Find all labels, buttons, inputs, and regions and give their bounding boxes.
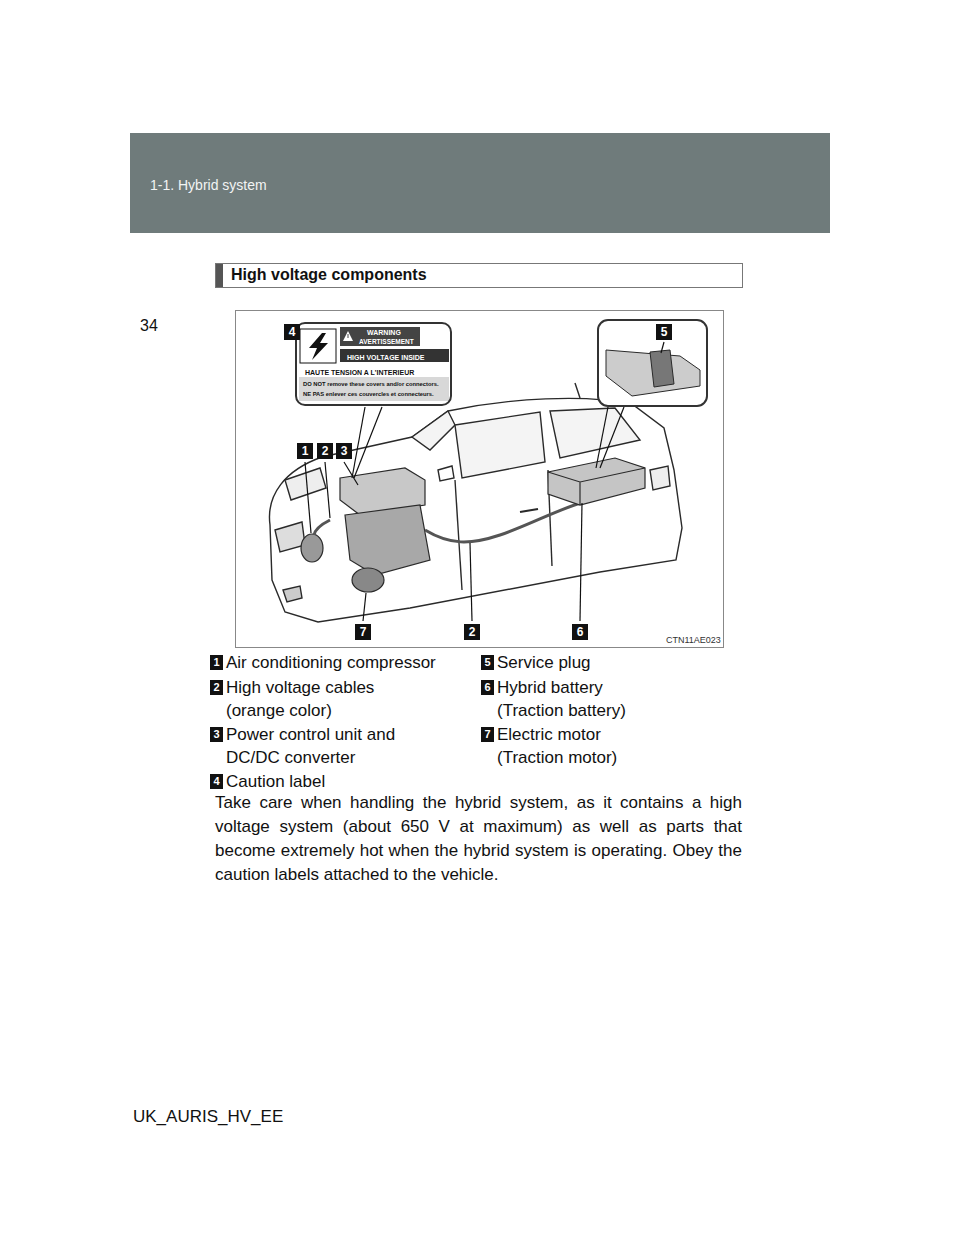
leader-line: [354, 407, 382, 478]
key-number: 4: [210, 774, 223, 789]
footer-code: UK_AURIS_HV_EE: [133, 1107, 283, 1127]
service-plug: [650, 350, 674, 387]
fog-light: [283, 586, 302, 602]
label-text: HIGH VOLTAGE INSIDE: [347, 353, 425, 362]
label-text: HAUTE TENSION A L'INTERIEUR: [305, 368, 414, 377]
leader-line: [600, 407, 624, 468]
label-text: WARNING: [367, 329, 401, 337]
leader-line: [363, 593, 366, 621]
body-paragraph: Take care when handling the hybrid syste…: [215, 791, 742, 887]
caution-label-art: [295, 322, 452, 406]
lightning-symbol: [309, 333, 328, 360]
callout-number: 3: [336, 443, 352, 459]
hazard-icon-frame: [300, 329, 336, 363]
callout-number: 7: [355, 624, 371, 640]
leader-line: [470, 543, 472, 621]
page-number: 34: [140, 316, 158, 336]
key-text: Power control unit and DC/DC converter: [226, 723, 421, 769]
battery-closeup: [606, 350, 700, 396]
engine-block: [345, 505, 430, 575]
section-heading: High voltage components: [231, 265, 427, 285]
key-text: Electric motor (Traction motor): [497, 723, 647, 769]
key-number: 6: [481, 680, 494, 695]
car-body: [269, 398, 682, 622]
engine-components: [301, 458, 645, 592]
hv-cable: [425, 500, 590, 542]
inset-frame: [598, 320, 707, 406]
label-text: NE PAS enlever ces couvercles et connect…: [303, 391, 434, 398]
key-number: 5: [481, 655, 494, 670]
heading-box: [216, 264, 743, 288]
key-number: 3: [210, 727, 223, 742]
callout-number: 6: [572, 624, 588, 640]
callout-number: 1: [297, 443, 313, 459]
leader-lines: [305, 407, 624, 621]
warning-mark: [348, 334, 349, 338]
warning-bar: [340, 327, 420, 346]
callout-number: 2: [464, 624, 480, 640]
label-text: DO NOT remove these covers and/or connec…: [303, 381, 439, 388]
service-plug-inset: [598, 320, 707, 406]
caution-label: WARNINGAVERTISSEMENT HIGH VOLTAGE INSIDE H…: [295, 322, 452, 406]
callout-number: 5: [656, 324, 672, 340]
key-number: 2: [210, 680, 223, 695]
notice-bar: [299, 377, 449, 401]
electric-motor: [352, 568, 384, 592]
header-band: [130, 133, 830, 233]
leader-line: [580, 503, 582, 621]
ac-compressor: [301, 534, 323, 562]
hv-cable: [314, 520, 330, 535]
battery-edge: [548, 468, 645, 505]
key-number: 1: [210, 655, 223, 670]
rear-window: [550, 408, 640, 458]
label-text: AVERTISSEMENT: [359, 338, 414, 346]
key-number: 7: [481, 727, 494, 742]
front-window: [455, 412, 545, 478]
inset-ground: [295, 322, 452, 406]
voltage-band: [340, 349, 449, 362]
windshield: [412, 411, 455, 450]
door-handle: [520, 509, 538, 512]
antenna: [575, 383, 580, 398]
warning-triangle: [343, 331, 353, 341]
leader-line: [305, 462, 311, 533]
key-text: Caution label: [226, 770, 325, 793]
heading-bar: [216, 264, 223, 287]
leader-line: [661, 342, 664, 353]
callout-number: 4: [284, 324, 300, 340]
door-line: [455, 480, 462, 590]
key-text: Hybrid battery (Traction battery): [497, 676, 647, 722]
leader-line: [325, 462, 330, 518]
figure-frame: [236, 311, 724, 648]
key-text: High voltage cables (orange color): [226, 676, 401, 722]
car-drawing: [269, 383, 682, 622]
callout-number: 2: [317, 443, 333, 459]
key-text: Air conditioning compressor: [226, 651, 436, 674]
figure-code: CTN11AE023: [666, 635, 721, 645]
leader-line: [596, 407, 608, 468]
running-header: 1-1. Hybrid system: [150, 176, 267, 194]
key-text: Service plug: [497, 651, 591, 674]
mirror: [438, 466, 454, 481]
rear-lamp: [650, 466, 670, 490]
